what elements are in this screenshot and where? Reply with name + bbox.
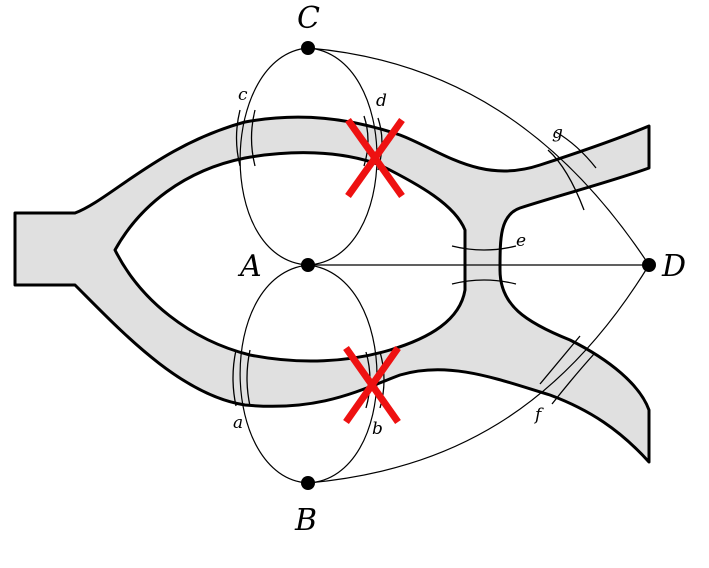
river bbox=[13, 115, 651, 464]
bridge-c-label: c bbox=[238, 85, 248, 105]
node-A-dot bbox=[301, 258, 315, 272]
bridge-f-label: f bbox=[533, 405, 544, 425]
bridge-e-label: e bbox=[516, 231, 526, 251]
node-C-dot bbox=[301, 41, 315, 55]
node-D-label: D bbox=[661, 249, 686, 284]
node-A-label: A bbox=[237, 249, 262, 284]
edge-c bbox=[239, 47, 309, 266]
edge-f bbox=[307, 264, 650, 484]
river-water bbox=[13, 115, 651, 464]
node-C-label: C bbox=[297, 1, 320, 36]
node-B-label: B bbox=[294, 503, 317, 538]
graph-edges bbox=[239, 47, 650, 484]
bridge-b-label: b bbox=[372, 419, 383, 439]
node-D-dot bbox=[642, 258, 656, 272]
bridge-g-marker bbox=[547, 131, 597, 211]
node-B-dot bbox=[301, 476, 315, 490]
bridge-a-marker bbox=[232, 349, 251, 407]
bridge-g-label: g bbox=[552, 123, 563, 143]
edge-a bbox=[239, 264, 309, 484]
removed-bridge-b-cross bbox=[343, 345, 401, 425]
bridge-e-marker bbox=[451, 245, 517, 285]
bridge-f-marker bbox=[539, 335, 595, 405]
removed-bridge-d-cross bbox=[345, 117, 405, 199]
bridge-d-label: d bbox=[376, 91, 387, 111]
bridge-c-marker bbox=[235, 109, 256, 167]
bridge-a-label: a bbox=[233, 413, 243, 433]
edge-g bbox=[307, 47, 650, 266]
